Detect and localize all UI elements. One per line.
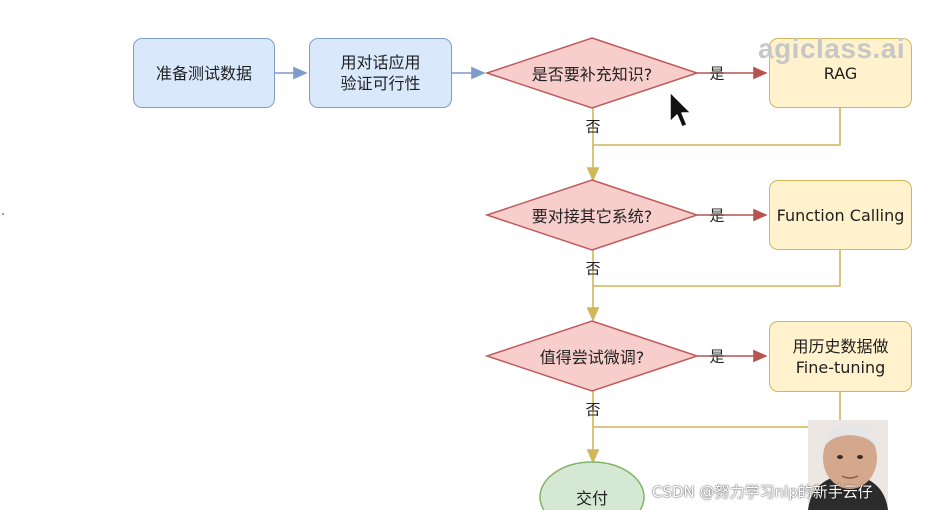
- edge-label-yes-2: 是: [709, 206, 725, 225]
- edge-label-yes-3: 是: [709, 347, 725, 366]
- edge-label-no-2: 否: [585, 259, 601, 278]
- node-rag: RAG: [769, 38, 912, 108]
- merge-from-finetune: [593, 392, 841, 428]
- node-deliver-label: 交付: [575, 489, 609, 508]
- node-finetuning: 用历史数据做 Fine-tuning: [769, 321, 912, 392]
- mouse-pointer-icon: [669, 91, 692, 128]
- decision-knowledge-shape: [484, 37, 700, 109]
- stray-dot: [2, 213, 4, 215]
- decision-finetune-shape: [484, 320, 700, 392]
- edge-label-no-3: 否: [585, 400, 601, 419]
- edge-label-no-1: 否: [585, 117, 601, 136]
- decision-systems-label: 要对接其它系统?: [531, 207, 653, 226]
- node-finetuning-label: 用历史数据做 Fine-tuning: [792, 336, 889, 377]
- decision-finetune-label: 值得尝试微调?: [539, 348, 645, 367]
- merge-from-rag: [593, 108, 841, 146]
- deliver-shape: [539, 461, 645, 510]
- merge-from-function-calling: [593, 250, 841, 287]
- edge-label-yes-1: 是: [709, 64, 725, 83]
- node-prepare-test-data: 准备测试数据: [133, 38, 275, 108]
- node-verify-feasibility: 用对话应用 验证可行性: [309, 38, 452, 108]
- decision-systems-shape: [484, 179, 700, 251]
- node-prepare-test-data-label: 准备测试数据: [155, 63, 252, 83]
- watermark-logo: agiclass.ai: [758, 33, 906, 64]
- node-verify-feasibility-label: 用对话应用 验证可行性: [340, 53, 421, 93]
- decision-knowledge-label: 是否要补充知识?: [531, 65, 653, 84]
- node-rag-label: RAG: [823, 63, 858, 83]
- presenter-video-thumbnail: [808, 420, 888, 510]
- node-function-calling: Function Calling: [769, 180, 912, 250]
- csdn-credit-text: CSDN @努力学习nlp的新手云仔: [652, 483, 873, 501]
- node-function-calling-label: Function Calling: [776, 205, 905, 225]
